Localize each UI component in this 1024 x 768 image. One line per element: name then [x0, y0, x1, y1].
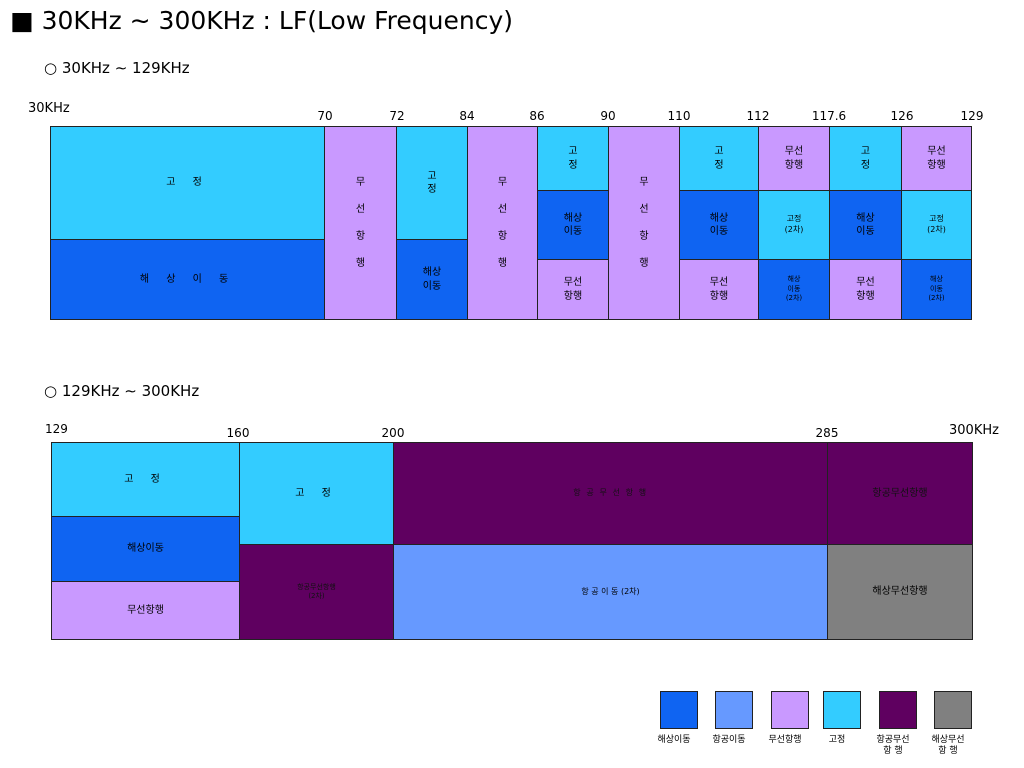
section1-start-label: 30KHz	[28, 101, 70, 116]
allocation-chart-30-129: 고 정 해 상 이 동 무 선 항 행 고 정 해상 이동 무 선 항 행 고 …	[0, 0, 1024, 330]
legend-swatch-maritime-mobile	[660, 691, 698, 729]
band-86-90-maritime-mobile: 해상 이동	[537, 190, 609, 260]
band-30-70-maritime-mobile: 해 상 이 동	[50, 239, 325, 320]
band-126-129-maritime-mobile-secondary: 해상 이동 (2차)	[901, 259, 972, 320]
section2-end-label: 300KHz	[949, 423, 999, 438]
tick-90: 90	[600, 109, 616, 123]
legend-label-aeronautical-radionavigation: 항공무선 항 행	[876, 735, 910, 757]
tick-84: 84	[459, 109, 475, 123]
legend-swatch-radionavigation	[771, 691, 809, 729]
band-112-117-6-fixed-secondary: 고정 (2차)	[758, 190, 830, 260]
tick-86: 86	[529, 109, 545, 123]
band-200-285-aeronautical-radionavigation: 항 공 무 선 항 행	[393, 442, 828, 545]
tick-117-6: 117.6	[811, 109, 847, 123]
band-110-112-radionavigation: 무선 항행	[679, 259, 759, 320]
band-90-110-radionavigation: 무 선 항 행	[608, 126, 680, 320]
band-285-300-aeronautical-radionavigation: 항공무선항행	[827, 442, 973, 545]
legend-label-radionavigation: 무선항행	[768, 735, 802, 745]
legend-label-maritime-mobile: 해상이동	[657, 735, 691, 745]
legend-swatch-aeronautical-mobile	[715, 691, 753, 729]
band-126-129-radionavigation: 무선 항행	[901, 126, 972, 191]
tick-160: 160	[226, 426, 250, 440]
page-title: ■ 30KHz ∼ 300KHz : LF(Low Frequency)	[10, 6, 514, 35]
band-86-90-fixed: 고 정	[537, 126, 609, 191]
band-129-160-maritime-mobile: 해상이동	[51, 516, 240, 582]
section2-subtitle: ○ 129KHz ∼ 300KHz	[44, 382, 200, 400]
band-160-200-aeronautical-radionavigation-secondary: 항공무선항행 (2차)	[239, 544, 394, 640]
band-70-72-radionavigation: 무 선 항 행	[324, 126, 397, 320]
tick-70: 70	[317, 109, 333, 123]
band-129-160-fixed: 고 정	[51, 442, 240, 517]
band-86-90-radionavigation: 무선 항행	[537, 259, 609, 320]
legend-swatch-maritime-radionavigation	[934, 691, 972, 729]
band-200-285-aeronautical-mobile-secondary: 항 공 이 동 (2차)	[393, 544, 828, 640]
section2-start-label: 129	[45, 422, 68, 436]
band-30-70-fixed: 고 정	[50, 126, 325, 240]
band-112-117-6-radionavigation: 무선 항행	[758, 126, 830, 191]
legend-label-aeronautical-mobile: 항공이동	[712, 735, 746, 745]
legend-swatch-fixed	[823, 691, 861, 729]
band-72-84-maritime-mobile: 해상 이동	[396, 239, 468, 320]
legend-label-maritime-radionavigation: 해상무선 항 행	[931, 735, 965, 757]
band-285-300-maritime-radionavigation: 해상무선항행	[827, 544, 973, 640]
allocation-chart-129-300: 고 정 해상이동 무선항행 고 정 항공무선항행 (2차) 항 공 무 선 항 …	[51, 442, 973, 640]
band-126-129-fixed-secondary: 고정 (2차)	[901, 190, 972, 260]
tick-200: 200	[381, 426, 405, 440]
tick-110: 110	[667, 109, 691, 123]
band-129-160-radionavigation: 무선항행	[51, 581, 240, 640]
band-112-117-6-maritime-mobile-secondary: 해상 이동 (2차)	[758, 259, 830, 320]
legend-swatch-aeronautical-radionavigation	[879, 691, 917, 729]
band-117-6-126-maritime-mobile: 해상 이동	[829, 190, 902, 260]
legend-label-fixed: 고정	[828, 735, 846, 745]
tick-72: 72	[389, 109, 405, 123]
tick-126: 126	[890, 109, 914, 123]
tick-285: 285	[815, 426, 839, 440]
section1-subtitle: ○ 30KHz ∼ 129KHz	[44, 59, 190, 77]
tick-129: 129	[960, 109, 984, 123]
band-84-86-radionavigation: 무 선 항 행	[467, 126, 538, 320]
band-160-200-fixed: 고 정	[239, 442, 394, 545]
tick-112: 112	[746, 109, 770, 123]
